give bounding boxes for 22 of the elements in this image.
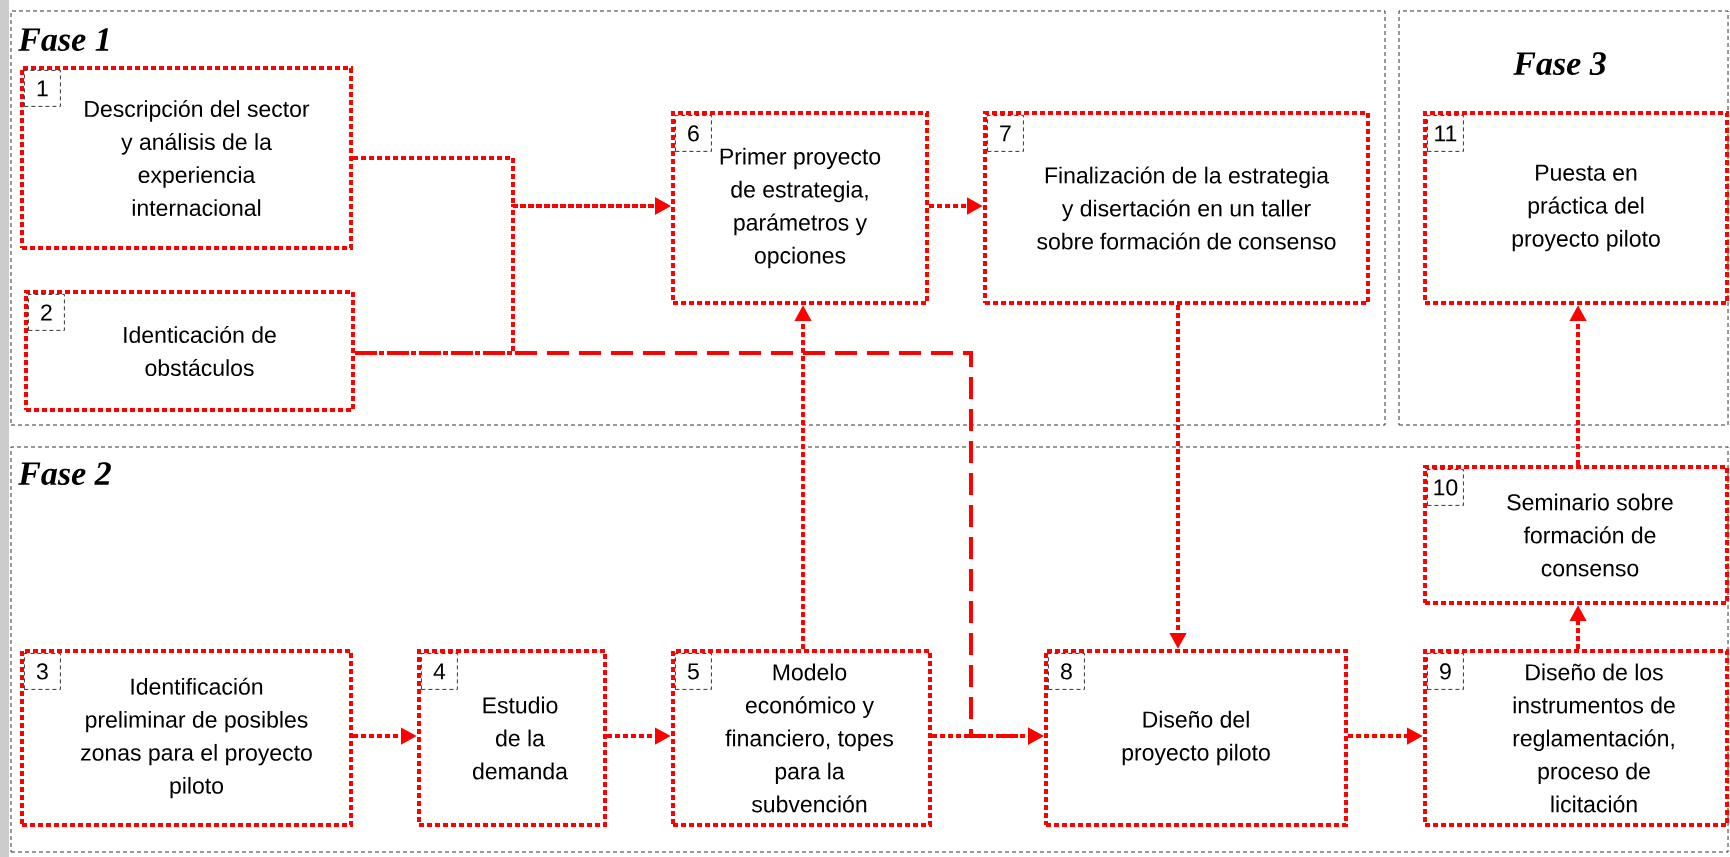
process-text: Identificación preliminar de posibles zonas para el proyecto piloto	[81, 677, 312, 799]
process-text: Finalización de la estrategia y disertación en un taller sobre formación de consenso	[1037, 166, 1336, 250]
step-number: 8	[1048, 653, 1085, 690]
process-text: Modelo económico y financiero, topes para la subvención	[725, 663, 893, 813]
process-text: Diseño de los instrumentos de reglamentación, proceso de licitación	[1513, 663, 1675, 813]
step-number: 7	[987, 115, 1024, 152]
process-text: Seminario sobre formación de consenso	[1507, 493, 1673, 577]
step-number: 5	[675, 653, 712, 690]
step-number: 6	[675, 115, 712, 152]
step-number: 1	[24, 70, 61, 107]
process-text: Puesta en práctica del proyecto piloto	[1512, 164, 1660, 252]
step-number: 4	[421, 653, 458, 690]
process-text: Primer proyecto de estrategia, parámetros y opciones	[720, 147, 881, 269]
step-number: 9	[1427, 653, 1464, 690]
process-text: Estudio de la demanda	[473, 696, 568, 780]
process-text: Diseño del proyecto piloto	[1122, 710, 1270, 766]
process-text: Descripción del sector y análisis de la experiencia internacional	[85, 99, 310, 217]
step-number: 3	[24, 653, 61, 690]
process-text: Identicación de obstáculos	[124, 325, 276, 377]
step-number: 11	[1427, 115, 1464, 152]
step-number: 10	[1427, 469, 1464, 506]
step-number: 2	[28, 294, 65, 331]
